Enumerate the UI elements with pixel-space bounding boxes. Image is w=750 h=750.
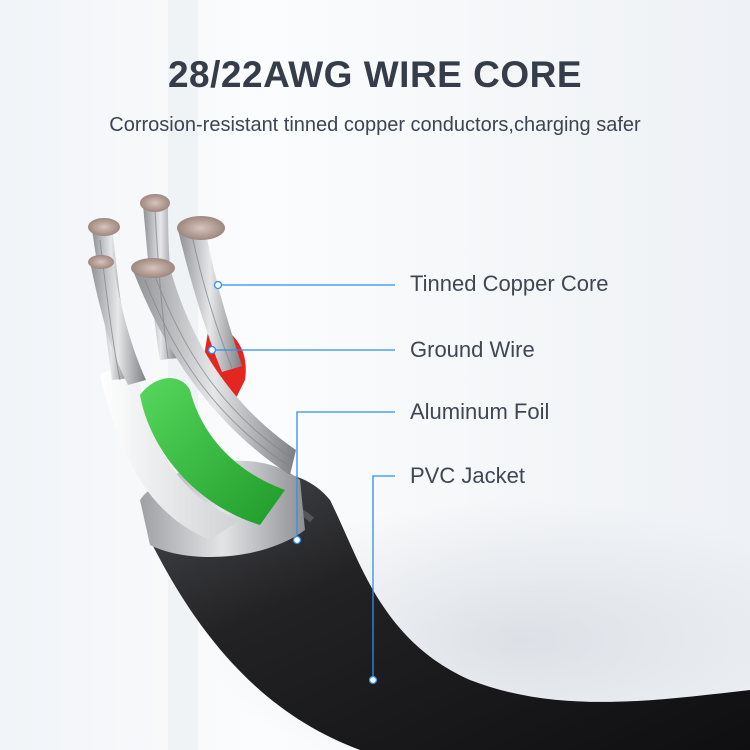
callout-lines [207, 280, 395, 685]
callout-line-tinned-copper-core [213, 280, 395, 290]
callout-line-aluminum-foil [292, 411, 395, 545]
callout-line-pvc-jacket [368, 475, 395, 685]
white-wire [100, 369, 240, 540]
callout-label-tinned-copper-core: Tinned Copper Core [410, 271, 609, 296]
green-wire [140, 378, 285, 525]
callout-line-ground-wire [207, 345, 395, 355]
page-subtitle: Corrosion-resistant tinned copper conduc… [109, 114, 641, 136]
callout-label-ground-wire: Ground Wire [410, 337, 535, 362]
strand-tips [88, 194, 225, 278]
callout-label-aluminum-foil: Aluminum Foil [410, 399, 550, 424]
page-title: 28/22AWG WIRE CORE [167, 54, 583, 95]
callout-label-pvc-jacket: PVC Jacket [410, 463, 525, 488]
